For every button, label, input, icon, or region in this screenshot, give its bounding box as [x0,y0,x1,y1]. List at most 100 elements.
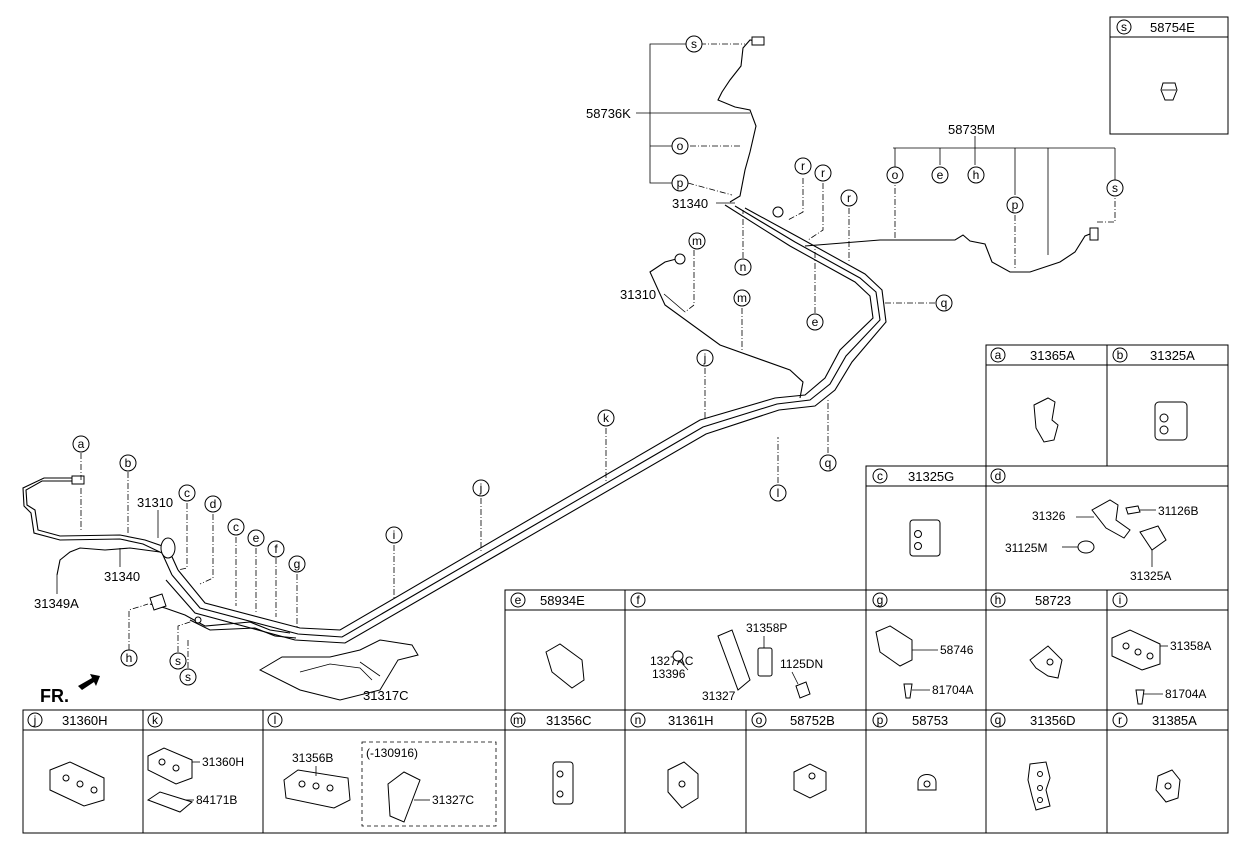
svg-text:a: a [995,348,1002,362]
callout-o-right: o [886,166,904,184]
svg-text:m: m [737,291,747,305]
svg-text:f: f [636,593,640,607]
cell-g-p2: 81704A [932,683,973,697]
fitting-s-top [751,36,765,46]
svg-text:g: g [877,593,884,607]
cell-n: n 31361H [630,712,714,809]
cell-i-p1: 31358A [1170,639,1211,653]
svg-text:s: s [1112,181,1118,195]
svg-text:p: p [1012,198,1019,212]
svg-text:s: s [691,37,697,51]
cell-b-part: 31325A [1150,348,1195,363]
callout-e-low: e [247,529,265,547]
callout-s-right: s [1106,179,1124,197]
cell-i: i 31358A 81704A [1111,592,1211,705]
leader-lines [56,43,1116,677]
grommet-icon [1077,540,1095,554]
label-31340-top: 31340 [672,196,708,211]
svg-text:a: a [78,437,85,451]
cell-f: f 31358P 1327AC 13396 1125DN 31327 [630,592,823,703]
svg-text:h: h [973,168,980,182]
cell-c: c 31325G [872,468,954,557]
cell-k-p1: 31360H [202,755,244,769]
svg-text:h: h [126,651,133,665]
callout-c-low: c [227,518,245,536]
svg-text:i: i [393,528,396,542]
brake-line-assembly [22,36,1099,644]
fitting-h [149,593,167,611]
cell-d-p4: 31325A [1130,569,1171,583]
label-31349A: 31349A [34,596,79,611]
svg-text:j: j [33,713,37,727]
screw-icon [903,683,913,699]
svg-text:o: o [756,713,763,727]
cell-o: o 58752B [751,712,835,799]
cell-d-p1: 31326 [1032,509,1066,523]
svg-text:r: r [821,166,825,180]
clip-icon [757,647,773,677]
parts-table [22,16,1229,834]
callout-l: l [769,484,787,502]
svg-text:l: l [274,713,277,727]
cell-q-part: 31356D [1030,713,1076,728]
svg-text:m: m [513,713,523,727]
cell-r-part: 31385A [1152,713,1197,728]
clip-icon [1033,397,1059,443]
svg-text:g: g [294,557,301,571]
cell-f-p5: 31327 [702,689,736,703]
callout-a: a [72,435,90,453]
svg-text:d: d [995,469,1002,483]
svg-text:r: r [801,159,805,173]
bracket-icon [717,629,751,691]
svg-text:b: b [1117,348,1124,362]
callout-c-top: c [178,484,196,502]
cell-g-p1: 58746 [940,643,974,657]
callout-s-top: s [685,35,703,53]
label-31310-left: 31310 [137,495,173,510]
cell-k-p2: 84171B [196,793,237,807]
cell-k: k 31360H 84171B [146,712,244,813]
svg-text:q: q [941,296,948,310]
bolt-icon [1125,505,1141,515]
screw-icon [1135,689,1145,705]
cell-l-p2: (-130916) [366,746,418,760]
cell-j: j 31360H [27,712,108,807]
clip-icon [387,771,421,823]
callout-o-top: o [671,137,689,155]
front-arrow-icon [78,674,100,690]
svg-text:c: c [233,520,239,534]
pad-icon [146,791,194,813]
cell-n-part: 31361H [668,713,714,728]
svg-text:n: n [635,713,642,727]
label-58735M: 58735M [948,122,995,137]
heat-shield [258,639,419,701]
front-label: FR. [40,686,69,706]
callout-r3: r [840,189,858,207]
cell-a-part: 31365A [1030,348,1075,363]
svg-text:b: b [125,456,132,470]
callout-s-low2: s [179,668,197,686]
callout-q-low: q [819,454,837,472]
svg-text:m: m [692,234,702,248]
callout-k: k [597,409,615,427]
svg-text:s: s [175,654,181,668]
cell-d: d 31326 31126B 31125M 31325A [990,468,1198,583]
callout-g: g [288,555,306,573]
label-31317C: 31317C [363,688,409,703]
callout-q-top: q [935,294,953,312]
callout-j-low: j [472,479,490,497]
callout-h-low: h [120,649,138,667]
callout-p-top: p [671,174,689,192]
fitting-r [772,206,784,218]
cell-p-part: 58753 [912,713,948,728]
block-clip-icon [1154,401,1188,441]
cell-q: q 31356D [990,712,1076,811]
svg-text:o: o [892,168,899,182]
callout-circles: s o p o e h p s r r r m n m e q j k q l … [72,35,1124,686]
svg-text:e: e [515,593,522,607]
label-58736K: 58736K [586,106,631,121]
fitting-a [71,475,85,485]
cell-h-part: 58723 [1035,593,1071,608]
cell-s-part: 58754E [1150,20,1195,35]
